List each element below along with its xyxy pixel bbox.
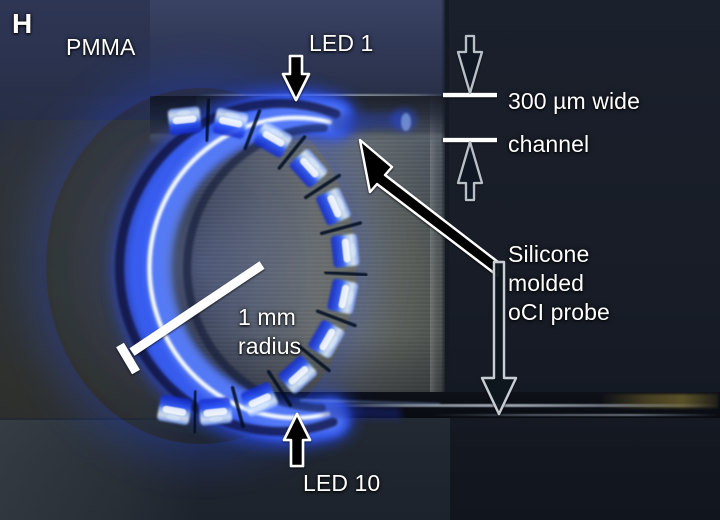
led1-arrow bbox=[281, 54, 311, 102]
channel-dimension bbox=[443, 34, 497, 202]
led10-arrow bbox=[282, 412, 312, 468]
probe-leader-arrow bbox=[358, 138, 500, 278]
radius-rule bbox=[116, 261, 265, 375]
probe-leader-tail-arrow bbox=[480, 260, 518, 416]
